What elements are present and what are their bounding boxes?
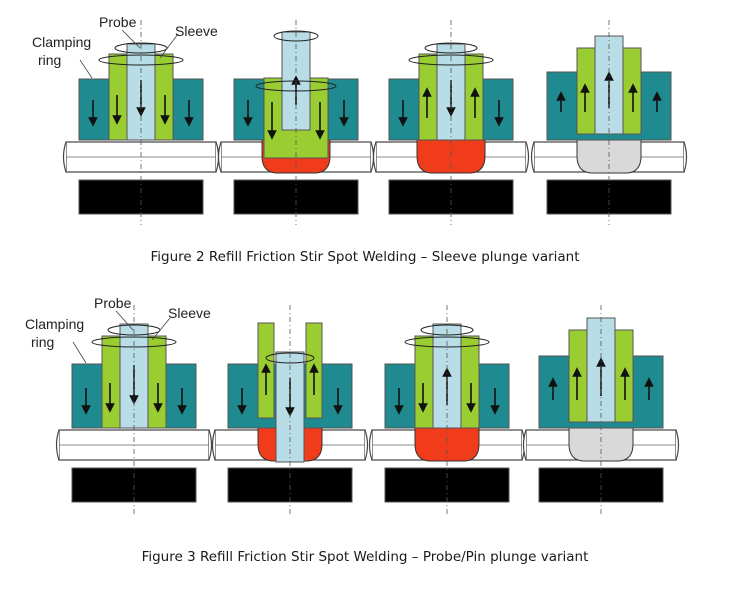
fig3-stage3-workpiece-left-break (368, 429, 373, 461)
fig3-ring-label: ring (31, 334, 55, 350)
fig3-stage2-workpiece-right-break (364, 429, 369, 461)
fig2-probe-leader (121, 29, 141, 49)
fig3-probe-leader (115, 310, 134, 331)
figure-3-caption: Figure 3 Refill Friction Stir Spot Weldi… (141, 549, 589, 565)
fig3-stage4-workpiece-left-break (522, 429, 527, 461)
fig3-clamping-label: Clamping (25, 316, 85, 332)
fig3-sleeve-leader (151, 317, 171, 341)
fig2-stage2-workpiece-left-break (217, 141, 222, 173)
fig2-sleeve-leader (159, 33, 179, 59)
fig3-sleeve-label: Sleeve (168, 305, 211, 321)
fig3-stage4-workpiece-right-break (675, 429, 680, 461)
fig3-stage1-workpiece-right-break (208, 429, 213, 461)
fig2-stage3-workpiece-left-break (372, 141, 377, 173)
fig2-stage1-workpiece-left-break (62, 141, 67, 173)
fig2-stage4-workpiece-right-break (683, 141, 688, 173)
fig3-stage3-weld-zone (414, 427, 480, 462)
fig3-stage1-workpiece-left-break (55, 429, 60, 461)
fig3-clamping-leader (72, 341, 87, 364)
figure-2-caption: Figure 2 Refill Friction Stir Spot Weldi… (150, 249, 580, 265)
fig3-probe-label: Probe (94, 295, 132, 311)
fig2-stage4-workpiece-left-break (530, 141, 535, 173)
fig2-sleeve-label: Sleeve (175, 23, 218, 39)
fig2-stage3-workpiece-right-break (525, 141, 530, 173)
fig3-stage4-weld-zone (568, 427, 634, 462)
fig2-probe-label: Probe (99, 14, 137, 30)
fig2-clamping-leader (79, 59, 93, 79)
fig3-stage2-workpiece-left-break (211, 429, 216, 461)
fig2-ring-label: ring (38, 52, 62, 68)
fig2-clamping-label: Clamping (32, 34, 92, 50)
